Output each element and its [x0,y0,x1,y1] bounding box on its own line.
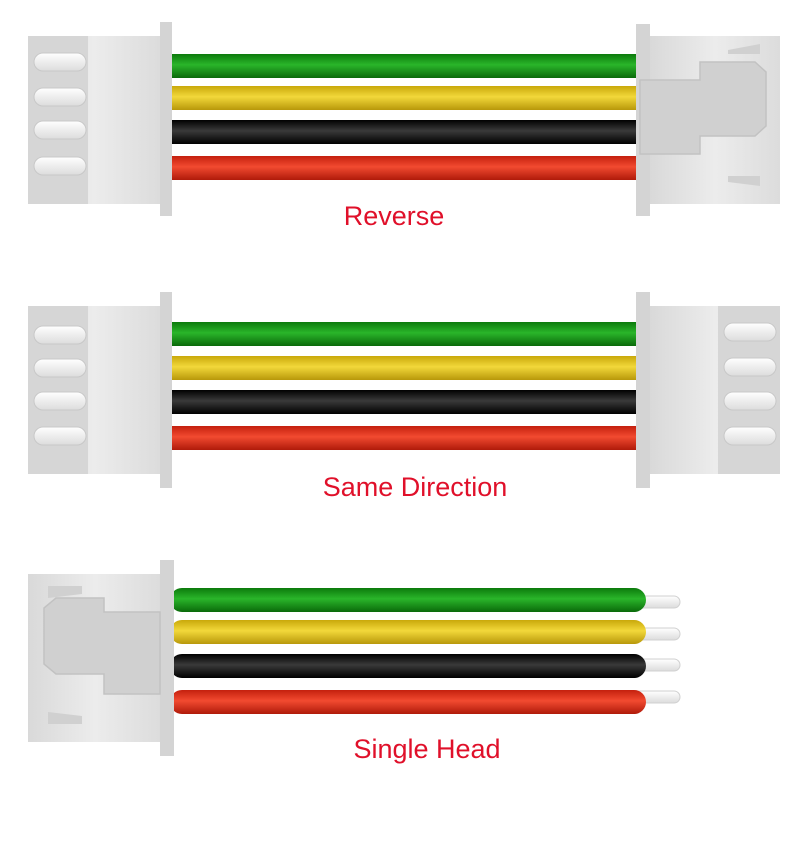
pin [723,426,777,446]
pin-side-connector [28,22,172,216]
tinned-ends [629,595,681,704]
pin [33,156,87,176]
wires [170,588,646,714]
pin [723,357,777,377]
caption-reverse: Reverse [343,201,445,231]
caption-same-direction: Same Direction [322,472,508,502]
wire-red [170,690,646,714]
pin [33,325,87,345]
caption-single-head: Single Head [353,734,501,764]
wire-yellow [170,356,638,380]
pin [33,426,87,446]
wire-black [170,390,638,414]
wire-black [170,654,646,678]
wire-black [170,120,638,144]
wire-yellow [170,620,646,644]
wire-yellow [170,86,638,110]
wires [170,54,638,180]
pin [33,391,87,411]
pin [723,322,777,342]
wire-red [170,156,638,180]
pin [33,52,87,72]
wire-green [170,588,646,612]
cable-reverse [28,22,780,216]
wire-green [170,54,638,78]
pin [33,87,87,107]
pin-side-connector [28,292,172,488]
wire-red [170,426,638,450]
pin-side-connector-right [636,292,780,488]
cable-same-direction [28,292,780,488]
cable-single-head [28,560,681,756]
latch-side-connector [28,560,174,756]
pin [33,120,87,140]
latch-side-connector [636,24,780,216]
wire-green [170,322,638,346]
pin [723,391,777,411]
wires [170,322,638,450]
pin [33,358,87,378]
